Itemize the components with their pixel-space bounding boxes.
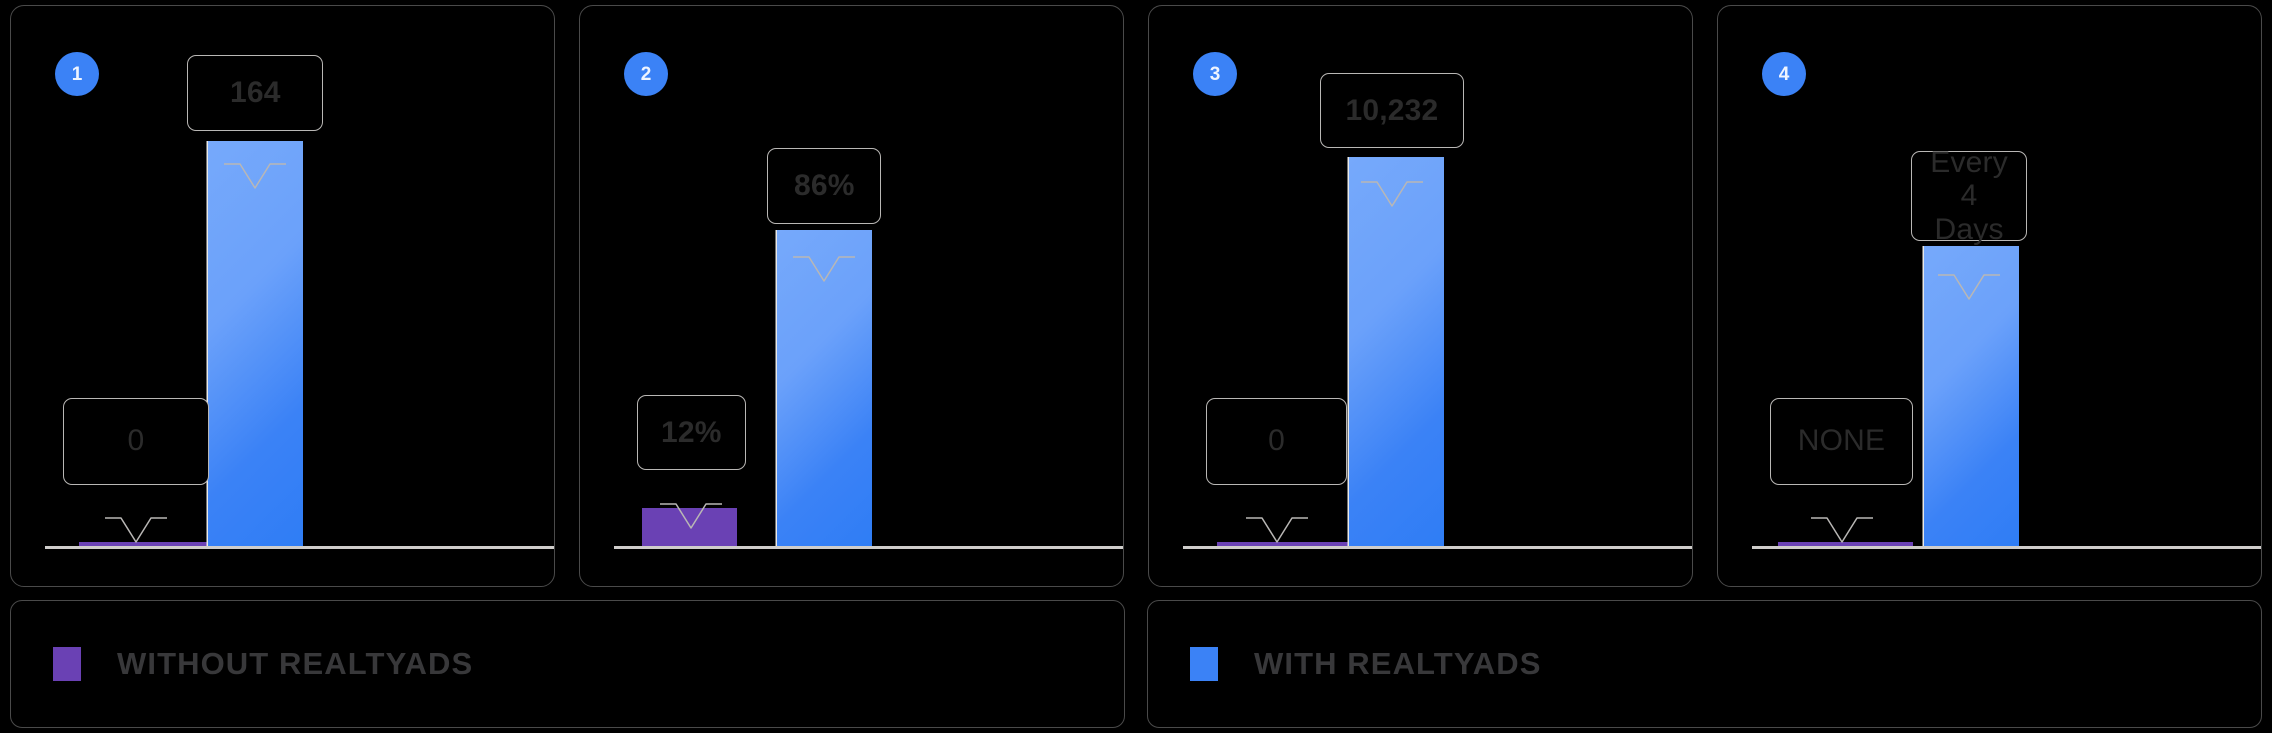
callout-value: 86% [794,169,855,202]
axis-baseline [1752,546,2261,549]
callout-with-realtyads: Every 4 Days [1910,146,2028,300]
bar-without-realtyads [1777,541,1914,546]
panel-number-badge: 4 [1762,52,1806,96]
callout-value: 164 [230,76,281,110]
callout-value: 0 [1268,424,1286,458]
bar-with-realtyads [207,141,303,546]
legend-row: WITHOUT REALTYADS WITH REALTYADS [0,600,2272,728]
comparison-panel-2[interactable]: 2 12% 86% [579,5,1124,587]
panel-number-badge: 3 [1193,52,1237,96]
axis-baseline [614,546,1123,549]
callout-with-realtyads: 164 [187,55,324,190]
axis-baseline [45,546,554,549]
legend-label: WITH REALTYADS [1254,646,1542,681]
purple-swatch-icon [53,647,81,681]
bar-without-realtyads [642,508,738,546]
bar-group [11,6,554,546]
panel-number-badge: 2 [624,52,668,96]
comparison-panel-1[interactable]: 1 0 164 [10,5,555,587]
legend-with-realtyads[interactable]: WITH REALTYADS [1147,600,2262,728]
legend-label: WITHOUT REALTYADS [117,646,474,681]
callout-value: 0 [127,424,145,458]
callout-value: 10,232 [1345,93,1439,127]
bar-group [1149,6,1692,546]
comparison-panel-3[interactable]: 3 0 10,232 [1148,5,1693,587]
bar-without-realtyads [78,541,215,546]
callout-with-realtyads: 86% [767,148,882,282]
panel-number-badge: 1 [55,52,99,96]
axis-baseline [1183,546,1692,549]
callout-value: Every 4 Days [1930,145,2008,246]
callout-with-realtyads: 10,232 [1320,72,1464,207]
bar-without-realtyads [1216,541,1353,546]
callout-without-realtyads: 12% [637,394,746,529]
callout-value: 12% [660,415,722,449]
bar-with-realtyads [1924,246,2020,546]
bar-with-realtyads [776,230,872,546]
bar-with-realtyads [1348,157,1444,546]
comparison-panel-4[interactable]: 4 NONE Every 4 Days [1717,5,2262,587]
callout-without-realtyads: 0 [1206,397,1348,543]
panel-row: 1 0 164 2 [0,5,2272,587]
callout-without-realtyads: 0 [62,397,210,543]
callout-without-realtyads: NONE [1769,397,1914,543]
callout-value: NONE [1797,424,1886,458]
legend-without-realtyads[interactable]: WITHOUT REALTYADS [10,600,1125,728]
blue-swatch-icon [1190,647,1218,681]
